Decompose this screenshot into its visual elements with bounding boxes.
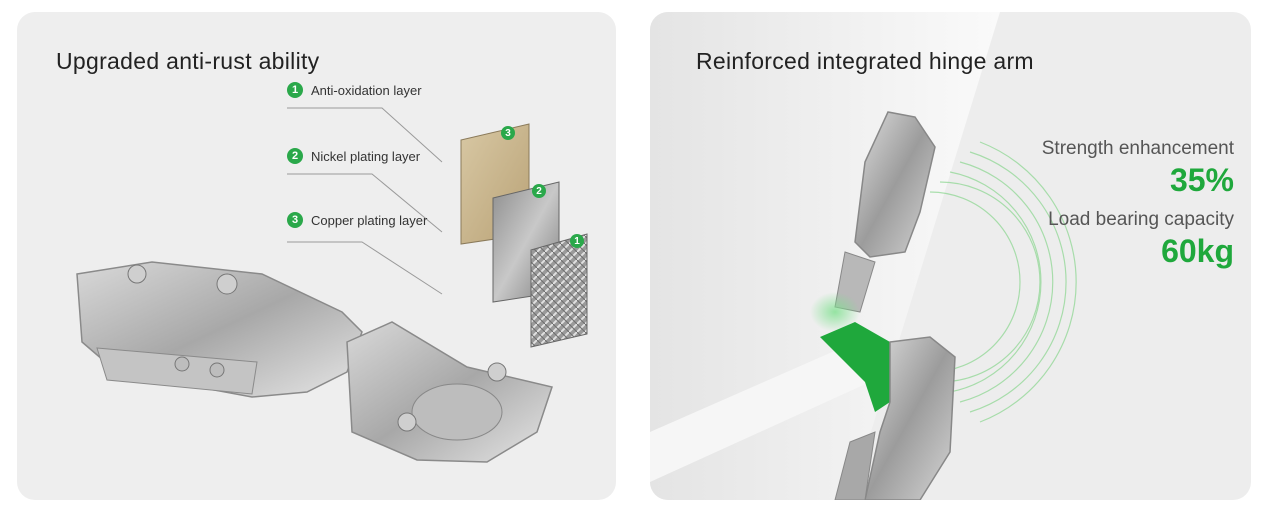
cup-screw-hole-1 <box>487 362 507 382</box>
hinge-arm-title: Reinforced integrated hinge arm <box>696 48 1034 74</box>
anti-oxidation-plate-badge: 1 <box>570 234 584 248</box>
hinge-illustration <box>76 107 588 463</box>
anti-oxidation-plate <box>530 233 588 348</box>
layer-number-badge: 2 <box>287 148 303 164</box>
layer-item-anti-oxidation: 1 Anti-oxidation layer <box>287 82 422 98</box>
cabinet-side-edge <box>650 342 870 482</box>
mount-hole-1 <box>174 356 190 372</box>
hinge-arm-top <box>854 111 936 258</box>
hinge-mount-plate <box>96 347 258 395</box>
copper-plate-badge: 3 <box>501 126 515 140</box>
layer-number-badge: 1 <box>287 82 303 98</box>
layer-label: Anti-oxidation layer <box>311 82 422 98</box>
hinge-arm-lower <box>864 336 956 500</box>
hinge-base <box>834 431 876 500</box>
layer-label: Copper plating layer <box>311 212 428 228</box>
layer-number-badge: 3 <box>287 212 303 228</box>
cup-screw-hole-2 <box>397 412 417 432</box>
adjust-screw-1 <box>127 264 147 284</box>
glow-highlight <box>810 292 860 332</box>
layer-label: Nickel plating layer <box>311 148 421 164</box>
leader-line-2 <box>287 173 443 233</box>
strength-wave-arcs <box>929 141 1077 423</box>
layer-item-nickel: 2 Nickel plating layer <box>287 148 420 164</box>
anti-rust-title: Upgraded anti-rust ability <box>56 48 320 74</box>
layer-item-copper: 3 Copper plating layer <box>287 212 427 228</box>
hinge-arm-panel: Reinforced integrated hinge arm Strength… <box>650 12 1251 500</box>
hinge-arm-illustration <box>650 12 1077 500</box>
hinge-cup <box>411 383 503 441</box>
mount-hole-2 <box>209 362 225 378</box>
anti-rust-panel: Upgraded anti-rust ability 1 Anti-oxidat… <box>17 12 616 500</box>
load-capacity-label: Load bearing capacity <box>1048 209 1234 230</box>
load-capacity-value: 60kg <box>1161 233 1234 269</box>
strength-label: Strength enhancement <box>1041 138 1234 159</box>
leader-line-3 <box>287 241 443 295</box>
leader-line-1 <box>287 107 443 163</box>
strength-value: 35% <box>1169 162 1234 198</box>
adjust-screw-2 <box>216 273 238 295</box>
nickel-plate-badge: 2 <box>532 184 546 198</box>
reinforced-arm-highlight <box>820 322 890 412</box>
